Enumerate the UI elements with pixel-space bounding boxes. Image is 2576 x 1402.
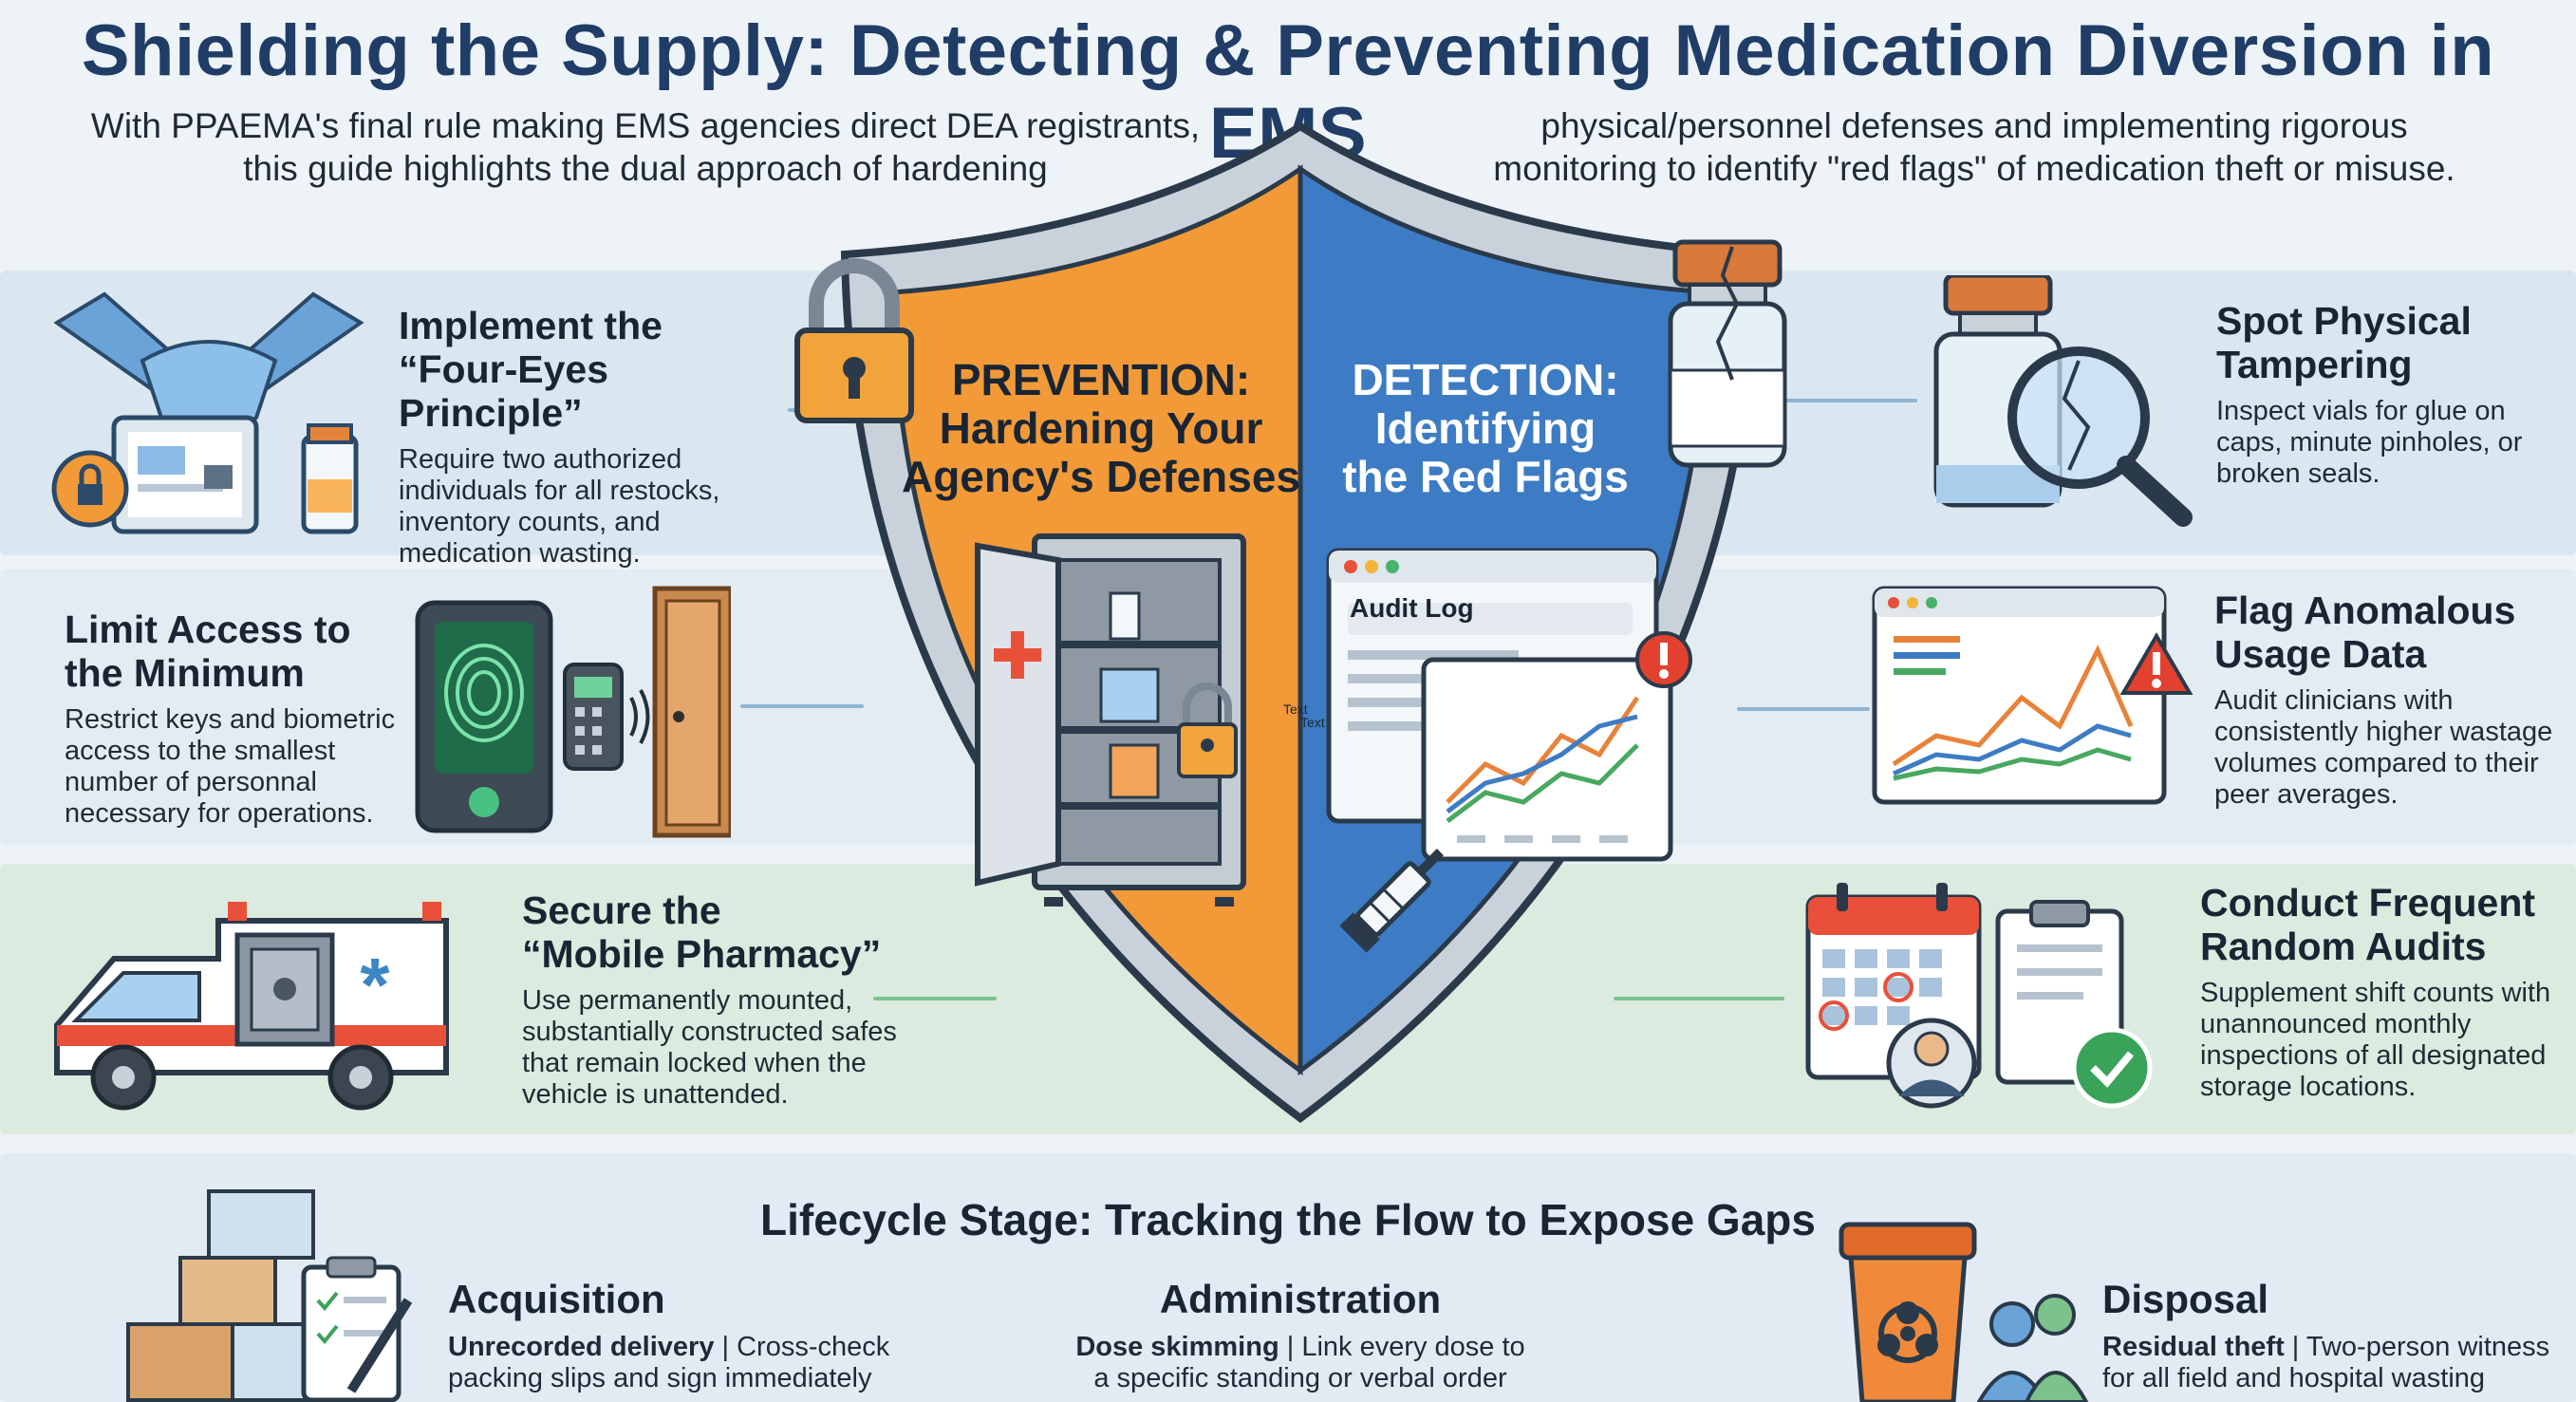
- stage-name: Acquisition: [448, 1277, 665, 1321]
- intro-left-line1: With PPAEMA's final rule making EMS agen…: [90, 106, 1201, 145]
- prevention-title: PREVENTION: Hardening Your Agency's Defe…: [901, 355, 1301, 501]
- handshake-icon: [51, 291, 364, 534]
- svg-text:*: *: [360, 943, 390, 1027]
- connector-line: [873, 997, 997, 1000]
- calendar-icon: [1805, 883, 2153, 1109]
- item-description: Restrict keys and biometric access to th…: [65, 704, 396, 829]
- item-heading: Limit Access to the Minimum: [65, 608, 351, 695]
- padlock-icon: [794, 258, 914, 423]
- anomaly-chart-icon: [1872, 586, 2167, 805]
- item-heading: Secure the “Mobile Pharmacy”: [522, 888, 882, 976]
- stray-text-label: Text Text: [1283, 701, 1325, 730]
- connector-line: [1784, 399, 1917, 402]
- stage-disposal: Disposal Residual theft | Two-person wit…: [2102, 1277, 2558, 1394]
- boxes-icon: [126, 1189, 413, 1402]
- lifecycle-title: Lifecycle Stage: Tracking the Flow to Ex…: [760, 1195, 1816, 1244]
- detection-item-random-audits: Conduct Frequent Random Audits Supplemen…: [2200, 881, 2561, 1103]
- item-heading: Implement the “Four-Eyes Principle”: [399, 304, 663, 435]
- intro-right: physical/personnel defenses and implemen…: [1405, 104, 2544, 190]
- prevention-item-limit-access: Limit Access to the Minimum Restrict key…: [65, 608, 425, 830]
- biohazard-bin-icon: [1839, 1222, 2088, 1402]
- stage-administration: Administration Dose skimming | Link ever…: [1044, 1277, 1557, 1394]
- band-lifecycle: [0, 1153, 2576, 1402]
- item-description: Audit clinicians with consistently highe…: [2214, 685, 2553, 810]
- connector-line: [1614, 997, 1784, 1000]
- connector-line: [740, 704, 864, 708]
- item-description: Supplement shift counts with unannounced…: [2200, 978, 2551, 1102]
- connector-line: [1737, 707, 1870, 711]
- item-description: Require two authorized individuals for a…: [399, 444, 720, 569]
- ambulance-icon: *: [54, 902, 449, 1111]
- intro-right-line2: monitoring to identify "red flags" of me…: [1493, 149, 2455, 188]
- detection-title: DETECTION: Identifying the Red Flags: [1342, 355, 1629, 501]
- stage-description: Residual theft | Two-person witness for …: [2102, 1332, 2550, 1393]
- warning-icon: [2119, 632, 2193, 695]
- magnifier-icon: [1933, 275, 2193, 527]
- item-heading: Spot Physical Tampering: [2216, 299, 2472, 386]
- audit-log-label: Audit Log: [1350, 593, 1474, 623]
- detection-item-usage-data: Flag Anomalous Usage Data Audit clinicia…: [2214, 589, 2566, 811]
- syringe-icon: [1339, 849, 1444, 953]
- intro-left-line2: this guide highlights the dual approach …: [243, 149, 1048, 188]
- line-chart-icon: [1421, 631, 1692, 862]
- item-heading: Conduct Frequent Random Audits: [2200, 881, 2536, 968]
- stage-acquisition: Acquisition Unrecorded delivery | Cross-…: [448, 1277, 942, 1394]
- stage-name: Administration: [1159, 1277, 1442, 1321]
- prevention-item-mobile-pharmacy: Secure the “Mobile Pharmacy” Use permane…: [522, 888, 921, 1111]
- prevention-item-four-eyes: Implement the “Four-Eyes Principle” Requ…: [399, 304, 797, 570]
- intro-left: With PPAEMA's final rule making EMS agen…: [38, 104, 1253, 190]
- intro-right-line1: physical/personnel defenses and implemen…: [1540, 106, 2408, 145]
- detection-item-tampering: Spot Physical Tampering Inspect vials fo…: [2216, 299, 2558, 490]
- stage-description: Dose skimming | Link every dose to a spe…: [1075, 1332, 1525, 1393]
- item-description: Inspect vials for glue on caps, minute p…: [2216, 396, 2523, 489]
- item-heading: Flag Anomalous Usage Data: [2214, 589, 2516, 676]
- stage-name: Disposal: [2102, 1277, 2269, 1321]
- fingerprint-scanner-icon: [415, 586, 731, 838]
- stage-description: Unrecorded delivery | Cross-check packin…: [448, 1332, 890, 1393]
- item-description: Use permanently mounted, substantially c…: [522, 985, 897, 1110]
- cracked-vial-icon: [1668, 239, 1787, 468]
- cabinet-icon: [975, 533, 1246, 907]
- page-title: Shielding the Supply: Detecting & Preven…: [81, 10, 2495, 174]
